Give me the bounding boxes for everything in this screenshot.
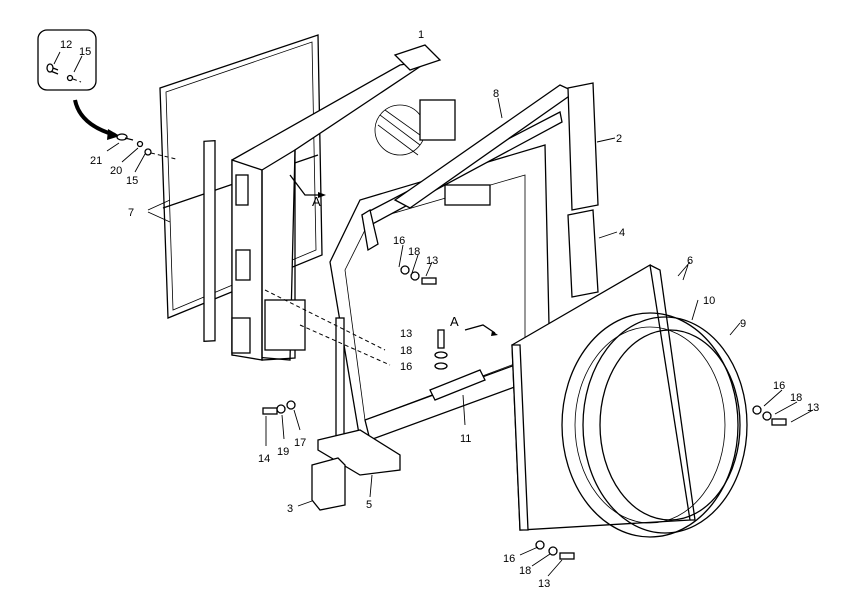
callout-6: 6: [687, 255, 693, 267]
callout-18: 18: [400, 345, 412, 357]
callout-13: 13: [400, 328, 412, 340]
callout-15: 15: [126, 175, 138, 187]
hardware-21-20-15: [106, 133, 177, 173]
callout-8: 8: [493, 88, 499, 100]
callout-13: 13: [538, 578, 550, 590]
section-mark-a: A: [312, 194, 321, 209]
callout-4: 4: [619, 227, 625, 239]
callout-16: 16: [393, 235, 405, 247]
callout-10: 10: [703, 295, 715, 307]
callout-18: 18: [519, 565, 531, 577]
callout-1: 1: [418, 29, 424, 41]
radiator-core: [231, 44, 456, 361]
callout-13: 13: [426, 255, 438, 267]
callout-19: 19: [277, 446, 289, 458]
callout-16: 16: [400, 361, 412, 373]
base-bracket: [297, 429, 401, 511]
callout-20: 20: [110, 165, 122, 177]
callout-13: 13: [807, 402, 819, 414]
section-mark-a: A: [450, 314, 459, 329]
fan-shroud: [511, 261, 748, 538]
callout-9: 9: [740, 318, 746, 330]
callout-2: 2: [616, 133, 622, 145]
callout-15: 15: [79, 46, 91, 58]
callout-7: 7: [128, 207, 134, 219]
callout-14: 14: [258, 453, 270, 465]
hardware-groups: [262, 244, 814, 577]
callout-3: 3: [287, 503, 293, 515]
callout-18: 18: [408, 246, 420, 258]
callout-18: 18: [790, 392, 802, 404]
callout-16: 16: [503, 553, 515, 565]
callout-11: 11: [460, 433, 471, 445]
strips: [393, 82, 618, 298]
detail-inset: 12 15: [37, 29, 120, 140]
callout-21: 21: [90, 155, 102, 167]
callout-17: 17: [294, 437, 306, 449]
callout-16: 16: [773, 380, 785, 392]
callout-5: 5: [366, 499, 372, 511]
callout-12: 12: [60, 39, 72, 51]
